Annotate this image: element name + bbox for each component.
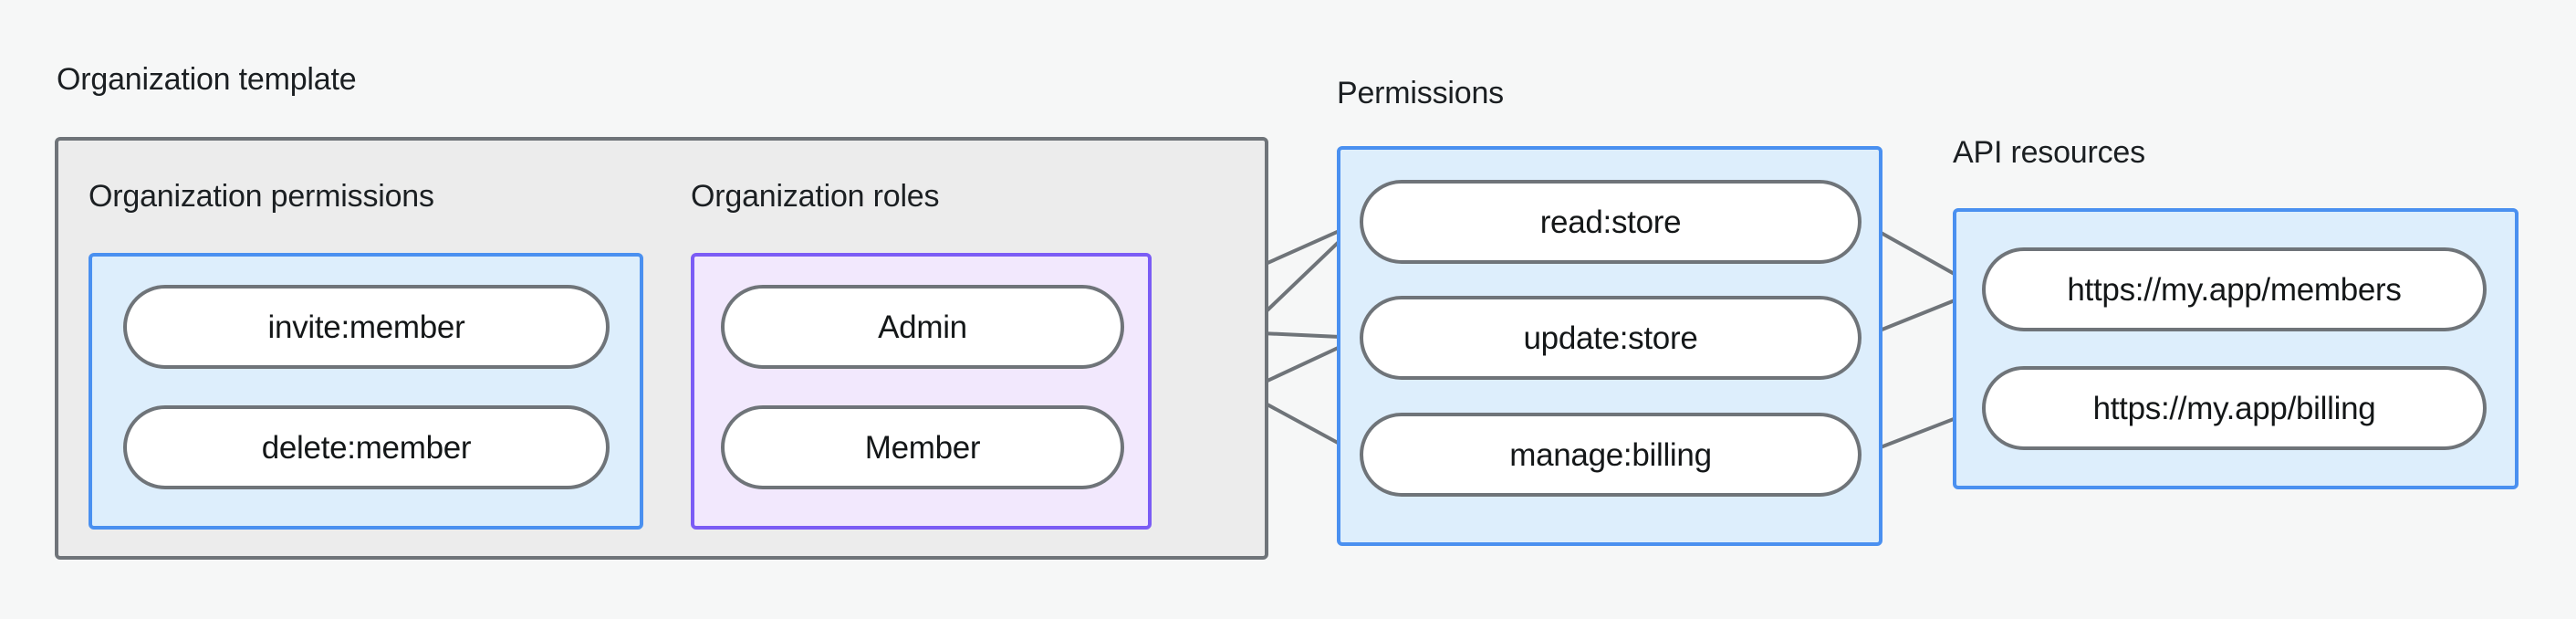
node-manage-billing[interactable]: manage:billing bbox=[1360, 413, 1862, 497]
node-label: read:store bbox=[1539, 204, 1682, 240]
node-label: invite:member bbox=[267, 309, 465, 345]
node-member[interactable]: Member bbox=[721, 405, 1124, 489]
node-label: https://my.app/billing bbox=[2092, 390, 2376, 426]
group-label-organization-template: Organization template bbox=[57, 62, 357, 97]
node-label: Admin bbox=[878, 309, 967, 345]
group-label-permissions: Permissions bbox=[1337, 76, 1504, 110]
node-read-store[interactable]: read:store bbox=[1360, 180, 1862, 264]
node-label: Member bbox=[864, 429, 981, 466]
node-update-store[interactable]: update:store bbox=[1360, 296, 1862, 380]
node-delete-member[interactable]: delete:member bbox=[123, 405, 610, 489]
node-label: manage:billing bbox=[1509, 436, 1712, 473]
group-label-api-resources: API resources bbox=[1953, 135, 2145, 170]
node-label: https://my.app/members bbox=[2067, 271, 2402, 308]
node-admin[interactable]: Admin bbox=[721, 285, 1124, 369]
subgroup-label-organization-roles: Organization roles bbox=[691, 179, 940, 214]
node-invite-member[interactable]: invite:member bbox=[123, 285, 610, 369]
node-resource-members[interactable]: https://my.app/members bbox=[1982, 247, 2487, 331]
node-label: delete:member bbox=[261, 429, 472, 466]
node-resource-billing[interactable]: https://my.app/billing bbox=[1982, 366, 2487, 450]
subgroup-label-organization-permissions: Organization permissions bbox=[89, 179, 434, 214]
node-label: update:store bbox=[1523, 320, 1698, 356]
